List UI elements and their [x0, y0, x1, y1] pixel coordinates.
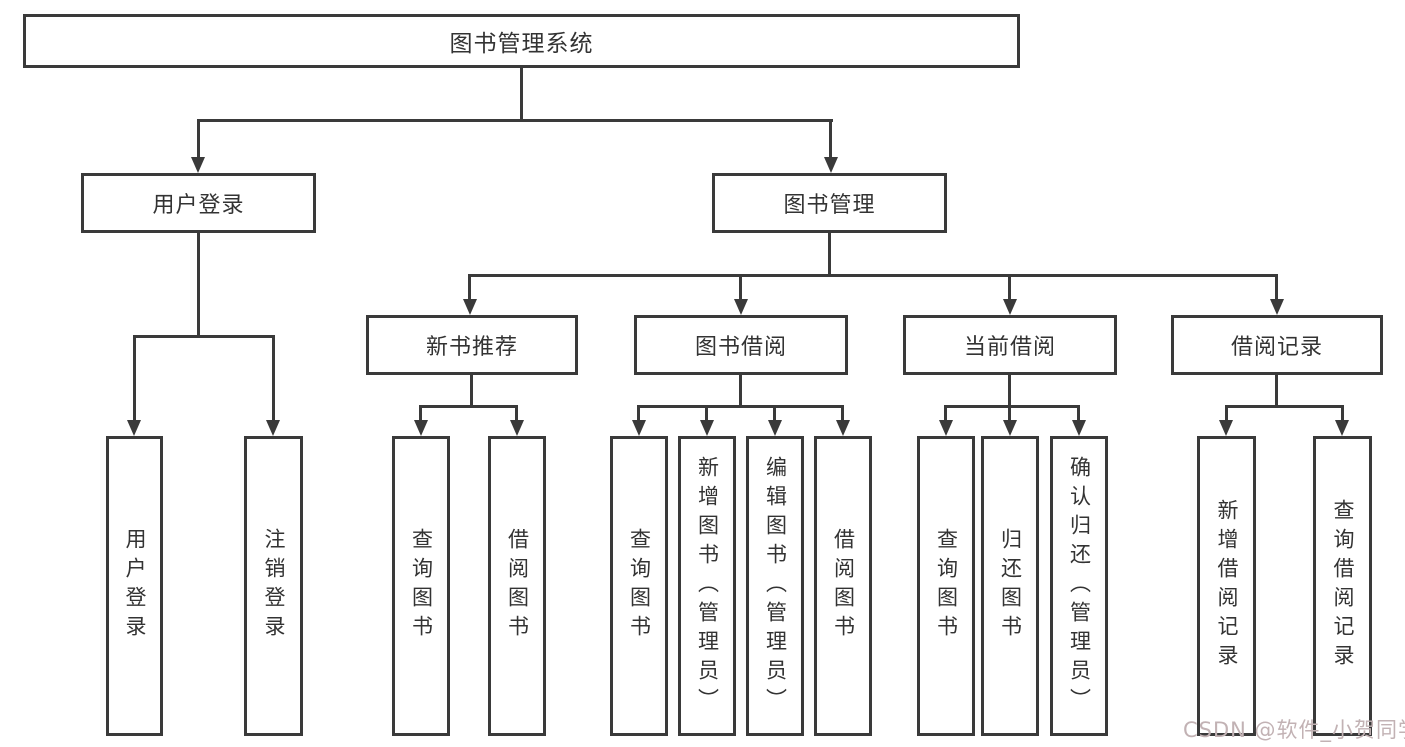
node-label: 当前借阅 [963, 335, 1056, 360]
node-query-books-recommend: 查询图书 [392, 436, 450, 736]
arrowhead [734, 299, 748, 315]
node-query-borrow-record: 查询借阅记录 [1313, 436, 1372, 736]
node-label: 查询图书 [627, 528, 652, 644]
node-add-book-admin: 新增图书（管理员） [678, 436, 736, 736]
connector [944, 405, 1080, 408]
connector [1275, 274, 1278, 299]
arrowhead [939, 420, 953, 436]
connector [1008, 375, 1011, 405]
connector [1225, 405, 1228, 420]
node-label: 借阅记录 [1230, 335, 1323, 360]
connector [773, 405, 776, 420]
connector [637, 405, 844, 408]
arrowhead [127, 420, 141, 436]
connector [1077, 405, 1080, 420]
node-logout: 注销登录 [244, 436, 303, 736]
node-borrow-books: 借阅图书 [814, 436, 872, 736]
node-add-borrow-record: 新增借阅记录 [1197, 436, 1256, 736]
node-label: 查询图书 [934, 528, 959, 644]
connector [841, 405, 844, 420]
node-label: 查询图书 [409, 528, 434, 644]
connector [1341, 405, 1344, 420]
arrowhead [414, 420, 428, 436]
connector [515, 405, 518, 420]
arrowhead [191, 157, 205, 173]
connector [197, 119, 833, 122]
node-label: 新增借阅记录 [1215, 499, 1239, 673]
connector [739, 274, 742, 299]
node-library-management-system: 图书管理系统 [23, 14, 1020, 68]
node-user-login: 用户登录 [81, 173, 316, 233]
arrowhead [1003, 420, 1017, 436]
connector [705, 405, 708, 420]
arrowhead [1072, 420, 1086, 436]
arrowhead [768, 420, 782, 436]
node-query-books-current: 查询图书 [917, 436, 975, 736]
node-label: 编辑图书（管理员） [763, 455, 788, 717]
node-label: 注销登录 [262, 528, 286, 644]
node-label: 归还图书 [998, 528, 1023, 644]
connector [944, 405, 947, 420]
connector [637, 405, 640, 420]
node-borrowing-records: 借阅记录 [1171, 315, 1383, 375]
arrowhead [700, 420, 714, 436]
node-borrow-books-recommend: 借阅图书 [488, 436, 546, 736]
arrowhead [1270, 299, 1284, 315]
connector [470, 375, 473, 405]
connector [468, 274, 1278, 277]
connector [133, 335, 136, 420]
connector [829, 119, 832, 157]
node-confirm-return-admin: 确认归还（管理员） [1050, 436, 1108, 736]
arrowhead [632, 420, 646, 436]
node-label: 图书借阅 [694, 335, 787, 360]
node-book-management: 图书管理 [712, 173, 947, 233]
connector [1275, 375, 1278, 405]
node-user-login-leaf: 用户登录 [106, 436, 163, 736]
connector [828, 233, 831, 274]
connector [1008, 405, 1011, 420]
arrowhead [824, 157, 838, 173]
node-label: 新书推荐 [425, 335, 518, 360]
node-label: 图书管理系统 [449, 31, 594, 57]
arrowhead [1335, 420, 1349, 436]
node-query-books-borrowing: 查询图书 [610, 436, 668, 736]
connector [133, 335, 275, 338]
arrowhead [1003, 299, 1017, 315]
arrowhead [836, 420, 850, 436]
node-edit-book-admin: 编辑图书（管理员） [746, 436, 804, 736]
node-label: 用户登录 [123, 528, 147, 644]
connector [1008, 274, 1011, 299]
arrowhead [1219, 420, 1233, 436]
node-current-borrowing: 当前借阅 [903, 315, 1117, 375]
connector [739, 375, 742, 405]
csdn-watermark: CSDN @软件_小贺同学 [1183, 718, 1405, 742]
node-label: 用户登录 [152, 193, 245, 218]
node-label: 新增图书（管理员） [695, 455, 720, 717]
connector [468, 274, 471, 299]
arrowhead [463, 299, 477, 315]
node-return-books: 归还图书 [981, 436, 1039, 736]
node-label: 借阅图书 [505, 528, 530, 644]
node-new-book-recommend: 新书推荐 [366, 315, 578, 375]
arrowhead [266, 420, 280, 436]
connector [419, 405, 518, 408]
connector [272, 335, 275, 420]
connector [197, 119, 200, 157]
node-label: 查询借阅记录 [1331, 499, 1355, 673]
connector [197, 233, 200, 335]
connector [520, 68, 523, 119]
node-label: 图书管理 [783, 193, 876, 218]
connector [1225, 405, 1344, 408]
node-label: 借阅图书 [831, 528, 856, 644]
arrowhead [510, 420, 524, 436]
node-book-borrowing: 图书借阅 [634, 315, 848, 375]
connector [419, 405, 422, 420]
node-label: 确认归还（管理员） [1067, 455, 1092, 717]
